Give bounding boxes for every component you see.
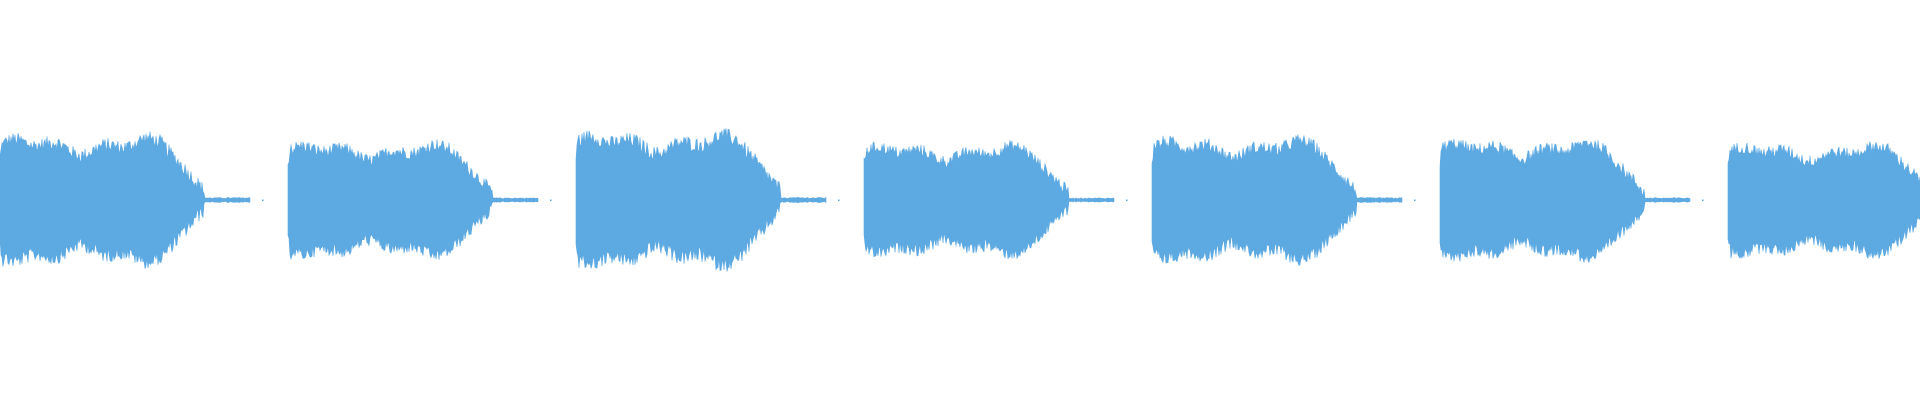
waveform-burst-shape [1439,138,1691,264]
audio-burst-3 [575,128,840,272]
silence-dot [262,199,264,201]
waveform-burst-shape [1727,141,1920,260]
audio-burst-1 [0,131,264,269]
audio-burst-6 [1439,138,1704,264]
silence-dot [1702,199,1704,201]
waveform-burst-shape [287,139,539,260]
waveform-burst-shape [863,140,1115,260]
silence-dot [550,199,552,201]
waveform-burst-shape [1151,134,1403,267]
audio-burst-7 [1727,141,1920,260]
silence-dot [838,199,840,201]
audio-burst-5 [1151,134,1416,267]
silence-dot [1414,199,1416,201]
audio-burst-2 [287,139,552,260]
silence-dot [1126,199,1128,201]
audio-burst-4 [863,140,1128,260]
waveform-burst-shape [575,128,827,272]
waveform-burst-shape [0,131,251,269]
